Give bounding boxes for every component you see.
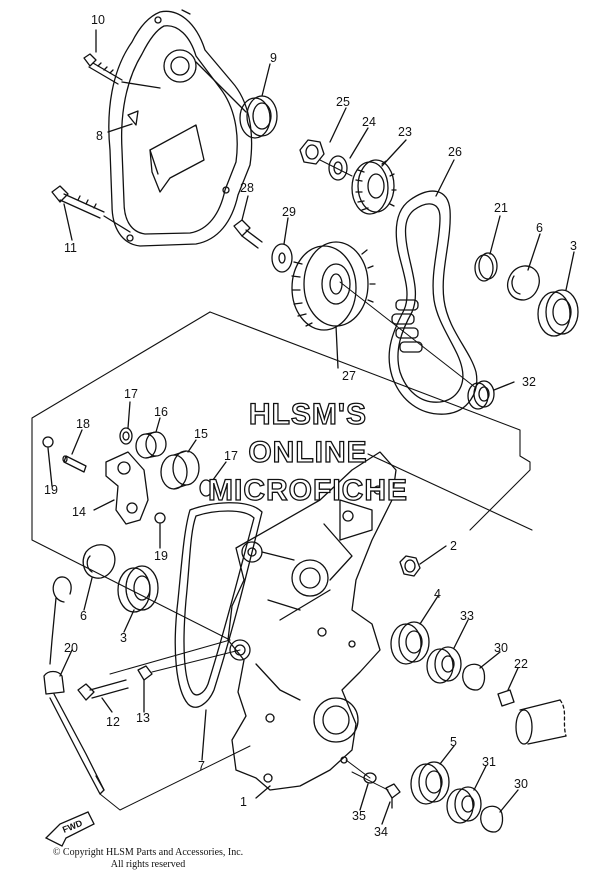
washer-29 — [271, 243, 293, 273]
callout: 1 — [240, 795, 247, 809]
bolt-12 — [77, 679, 129, 701]
callout: 12 — [106, 715, 120, 729]
callout: 6 — [80, 609, 87, 623]
chain-case-cover — [108, 9, 253, 247]
copyright-line-1: © Copyright HLSM Parts and Accessories, … — [52, 847, 244, 858]
bolt-10 — [83, 53, 123, 85]
circlip-6-top — [507, 265, 540, 301]
callout: 3 — [120, 631, 127, 645]
callout: 19 — [44, 483, 58, 497]
sprocket-23 — [351, 159, 397, 215]
circlip-19-low — [154, 512, 166, 524]
nut-25 — [299, 139, 325, 165]
jackshaft — [515, 699, 567, 745]
callout: 32 — [522, 375, 536, 389]
callout: 2 — [450, 539, 457, 553]
callout: 35 — [352, 809, 366, 823]
nut-2 — [399, 555, 421, 577]
needle-bearing-16 — [135, 431, 167, 459]
callout: 6 — [536, 221, 543, 235]
callout: 20 — [64, 641, 78, 655]
callout: 19 — [154, 549, 168, 563]
callout: 33 — [460, 609, 474, 623]
callout: 25 — [336, 95, 350, 109]
callout: 27 — [342, 369, 356, 383]
washer-17-top — [119, 427, 133, 445]
fwd-arrow-icon: FWD — [44, 811, 95, 847]
callout: 11 — [64, 241, 77, 255]
callout: 21 — [494, 201, 508, 215]
callout: 17 — [124, 387, 138, 401]
bolt-28 — [233, 219, 263, 249]
callout-numbers: 10 9 25 24 23 26 8 21 6 3 28 29 11 27 32… — [44, 13, 577, 839]
callout: 28 — [240, 181, 254, 195]
callout: 18 — [76, 417, 90, 431]
callout: 14 — [72, 505, 86, 519]
chain-case — [227, 451, 397, 791]
callout: 13 — [136, 711, 150, 725]
callout: 34 — [374, 825, 388, 839]
seal-32 — [467, 380, 495, 410]
seal-5 — [410, 761, 450, 805]
tensioner-arm-14 — [105, 451, 149, 525]
chain-26 — [388, 190, 478, 415]
callout: 16 — [154, 405, 168, 419]
seal-4 — [390, 621, 430, 665]
callout: 5 — [450, 735, 457, 749]
circlip-30-top — [462, 663, 486, 691]
ring-21 — [474, 252, 498, 282]
callout: 29 — [282, 205, 296, 219]
copyright-notice: © Copyright HLSM Parts and Accessories, … — [38, 847, 258, 871]
bolt-11 — [51, 185, 105, 219]
callout: 30 — [514, 777, 528, 791]
pin-18 — [62, 455, 87, 473]
callout: 22 — [514, 657, 528, 671]
callout: 3 — [570, 239, 577, 253]
callout: 26 — [448, 145, 462, 159]
callout: 9 — [270, 51, 277, 65]
callout: 15 — [194, 427, 208, 441]
callout: 7 — [198, 759, 205, 773]
washer-17-mid — [199, 479, 213, 497]
callout: 30 — [494, 641, 508, 655]
washer-13 — [137, 665, 153, 681]
bearing-9 — [239, 95, 278, 139]
callout: 31 — [482, 755, 496, 769]
callout: 10 — [91, 13, 105, 27]
callout: 24 — [362, 115, 376, 129]
roller-15 — [160, 450, 200, 490]
circlip-19-top — [42, 436, 54, 448]
bearing-33 — [426, 646, 462, 684]
watermark: HLSM'S ONLINE MICROFICHE — [207, 397, 408, 507]
callout: 23 — [398, 125, 412, 139]
callout: 17 — [224, 449, 238, 463]
watermark-line-2: ONLINE — [248, 436, 367, 469]
dipstick-20 — [43, 576, 105, 795]
copyright-line-2: All rights reserved — [110, 859, 186, 870]
bearing-3-top — [537, 289, 579, 337]
watermark-line-1: HLSM'S — [249, 398, 367, 431]
sprocket-27 — [291, 241, 376, 331]
watermark-line-3: MICROFICHE — [208, 474, 408, 507]
bearing-31 — [446, 786, 482, 824]
washer-24 — [328, 155, 348, 181]
callout: 8 — [96, 129, 103, 143]
bolt-34 — [385, 783, 401, 809]
circlip-6-low — [82, 544, 116, 579]
gasket-7 — [174, 502, 263, 708]
callout: 4 — [434, 587, 441, 601]
plug-22 — [497, 689, 515, 707]
circlip-30-low — [480, 805, 504, 833]
bearing-3-low — [117, 565, 159, 613]
